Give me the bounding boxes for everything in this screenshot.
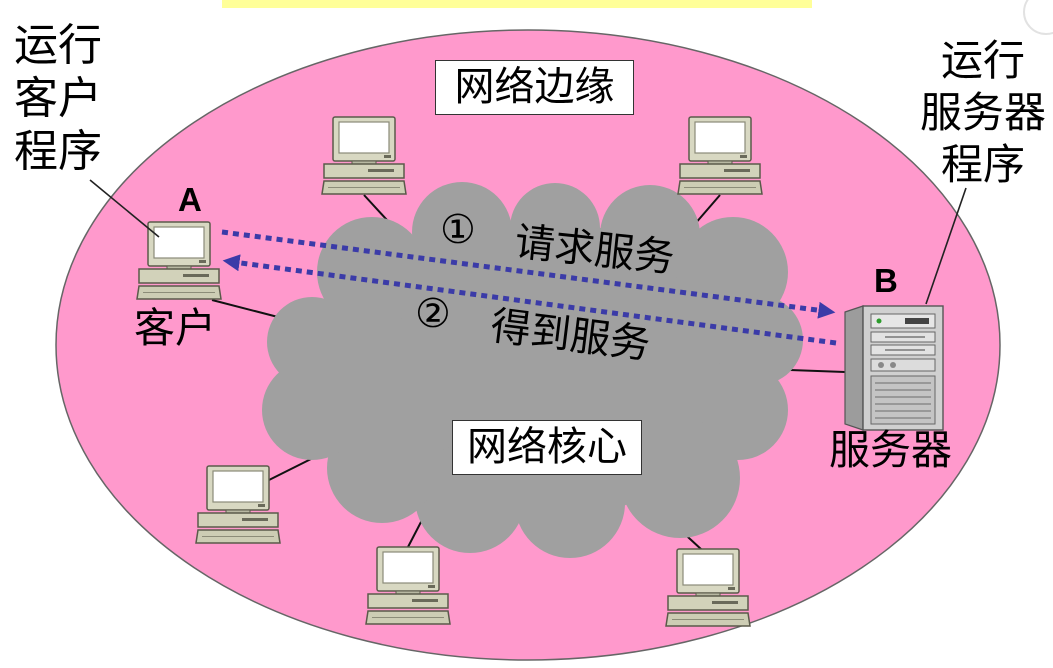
computer-icon (195, 465, 281, 544)
request-step-number: ① (440, 207, 476, 253)
computer-icon (365, 546, 451, 625)
client-note-line: 运行 (14, 20, 102, 71)
server-icon (844, 305, 944, 431)
computer-icon (665, 548, 751, 627)
corner-decoration (1023, 0, 1053, 35)
server-note: 运行 服务器 程序 (915, 35, 1051, 191)
computer-icon (136, 221, 222, 300)
server-note-line: 服务器 (919, 88, 1046, 137)
server-note-line: 程序 (940, 140, 1025, 189)
client-note-line: 程序 (14, 126, 102, 177)
response-step-number: ② (415, 291, 451, 337)
client-leader-line (89, 179, 160, 238)
top-title-bar (222, 0, 812, 8)
network-core-label: 网络核心 (452, 420, 642, 475)
client-note-line: 客户 (14, 73, 102, 124)
host-b-letter: B (874, 262, 898, 299)
server-leader-line (925, 187, 967, 305)
host-a-label: 客户 (134, 304, 216, 352)
request-arrow (221, 229, 836, 319)
host-a-letter: A (178, 181, 202, 218)
connection-line (789, 369, 846, 373)
connection-line (264, 456, 316, 483)
host-b-label: 服务器 (829, 426, 952, 474)
network-edge-label: 网络边缘 (435, 60, 634, 115)
computer-icon (321, 116, 407, 195)
computer-icon (677, 116, 763, 195)
response-arrow (222, 254, 837, 346)
server-note-line: 运行 (940, 36, 1025, 85)
